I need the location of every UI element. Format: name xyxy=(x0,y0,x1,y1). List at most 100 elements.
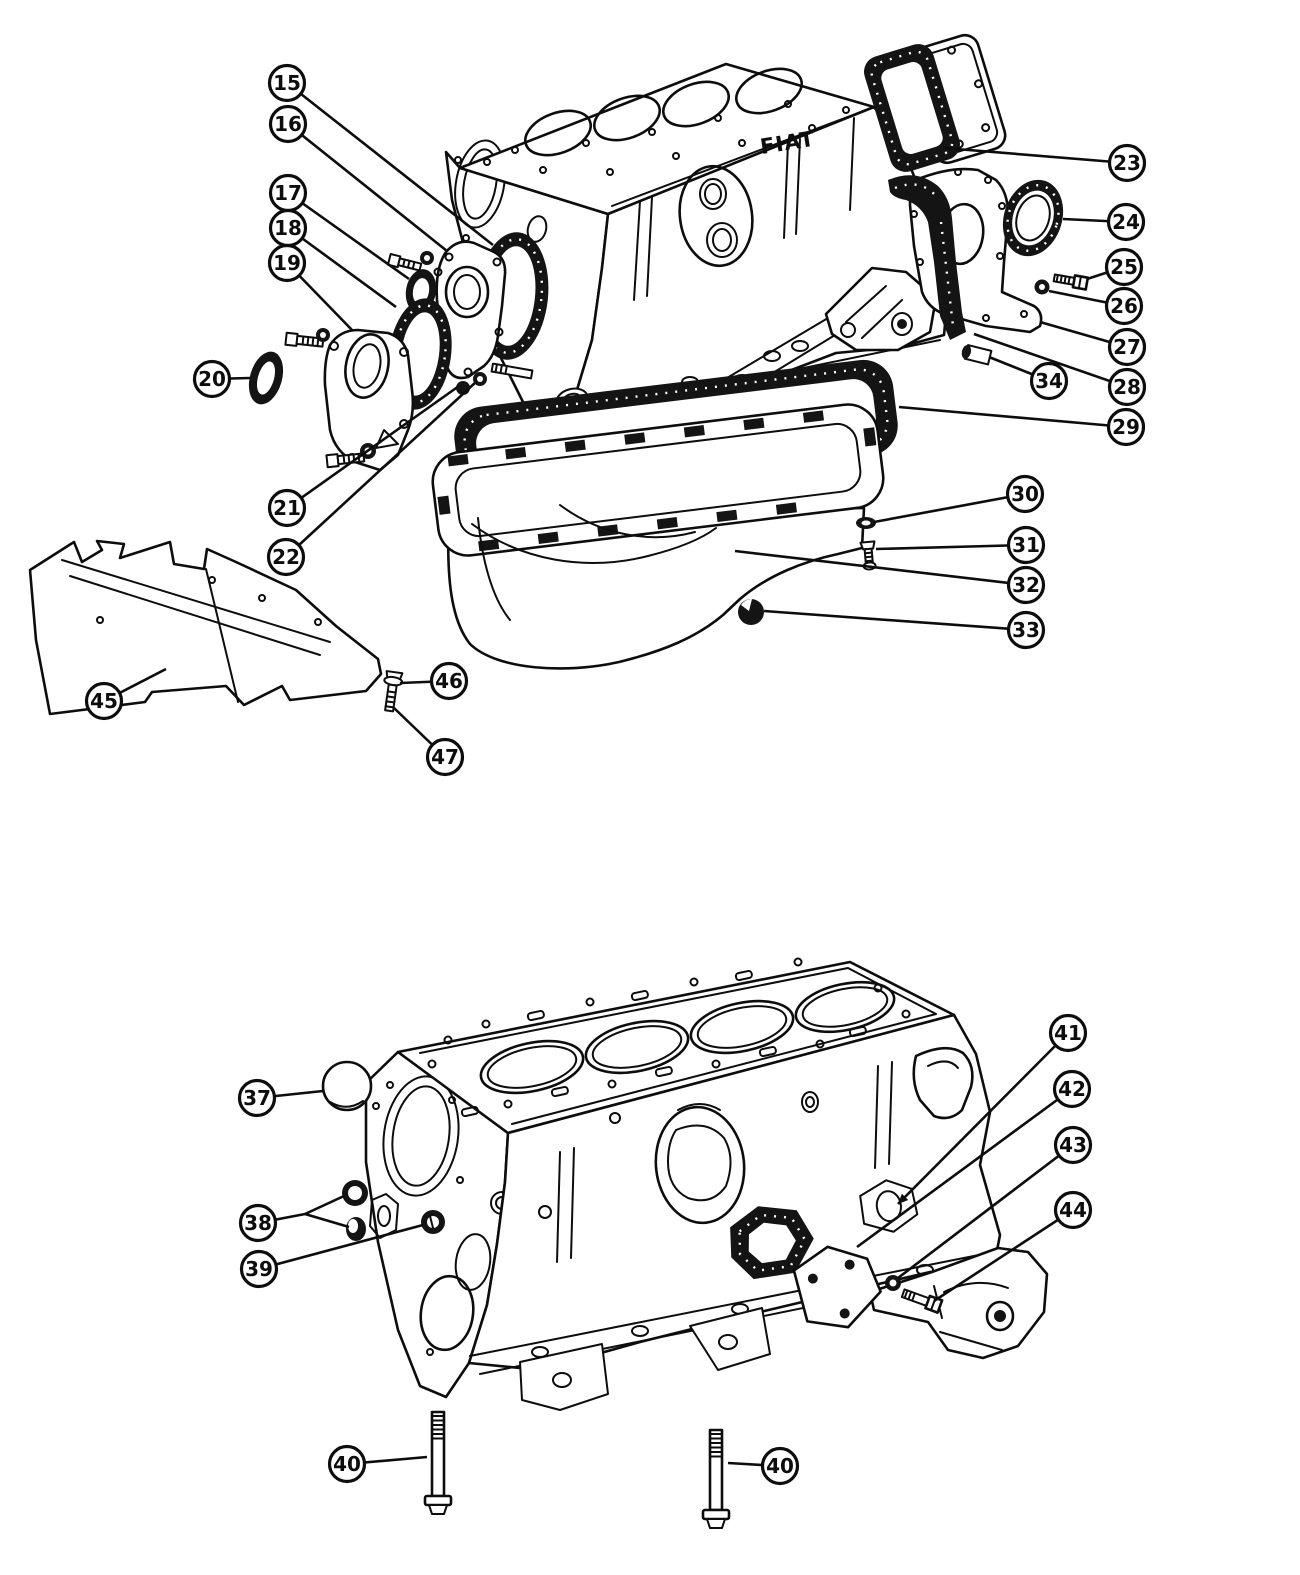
callout-25-number: 25 xyxy=(1110,255,1138,279)
engine-mount-bracket xyxy=(699,266,938,411)
callout-33-leader xyxy=(763,609,1027,632)
callout-25: 25 xyxy=(1086,247,1144,287)
callout-39-leader xyxy=(258,1223,424,1271)
callout-31-bubble xyxy=(1006,525,1046,565)
callout-23-bubble xyxy=(1107,143,1147,183)
callout-39-number: 39 xyxy=(245,1257,273,1281)
callout-28: 28 xyxy=(973,332,1147,407)
callout-32: 32 xyxy=(734,549,1046,605)
callout-31-number: 31 xyxy=(1012,533,1040,557)
callout-15-leader xyxy=(286,81,494,247)
callout-30-bubble xyxy=(1005,474,1045,514)
callout-34: 34 xyxy=(988,355,1069,401)
callout-44-bubble xyxy=(1053,1190,1093,1230)
callout-26-bubble xyxy=(1104,286,1144,326)
washer-upper-left xyxy=(316,328,330,342)
callout-40-number: 40 xyxy=(766,1454,794,1478)
callout-38-number: 38 xyxy=(244,1211,272,1235)
callout-22: 22 xyxy=(266,380,478,577)
oil-pan xyxy=(431,403,885,670)
dowel-pin-34 xyxy=(961,344,993,366)
cup-seal-39 xyxy=(421,1210,445,1234)
fuel-pump-gasket xyxy=(730,1206,814,1280)
callout-40: 40 xyxy=(727,1446,800,1486)
rear-crankshaft-seal xyxy=(1002,179,1064,257)
callout-17-number: 17 xyxy=(274,181,302,205)
callout-43-number: 43 xyxy=(1059,1133,1087,1157)
callout-30-number: 30 xyxy=(1011,482,1039,506)
callout-38-bubble xyxy=(238,1203,278,1243)
callout-18-leader xyxy=(287,226,397,309)
top-assembly: FIAT xyxy=(28,33,1090,716)
callout-32-number: 32 xyxy=(1012,573,1040,597)
fuel-pump-cover xyxy=(792,1245,882,1329)
bolt-25 xyxy=(1052,273,1090,291)
callout-29-number: 29 xyxy=(1112,415,1140,439)
callout-33-number: 33 xyxy=(1012,618,1040,642)
callout-40-bubble xyxy=(327,1444,367,1484)
ball-33 xyxy=(738,598,764,625)
callout-40-bubble xyxy=(760,1446,800,1486)
cylinder-bores-bottom xyxy=(479,980,896,1095)
callout-20: 20 xyxy=(192,359,251,399)
callout-18-number: 18 xyxy=(274,216,302,240)
timing-cover-plate xyxy=(433,240,507,380)
callout-37-bubble xyxy=(237,1078,277,1118)
callout-26: 26 xyxy=(1048,286,1144,326)
callout-28-leader xyxy=(973,332,1128,389)
callout-43: 43 xyxy=(897,1125,1093,1280)
washer-26 xyxy=(1034,279,1050,295)
callout-41-leader xyxy=(897,1032,1069,1205)
callout-15-bubble xyxy=(267,63,307,103)
callout-26-number: 26 xyxy=(1110,294,1138,318)
rear-seal-housing-gasket xyxy=(888,175,966,340)
callout-42-bubble xyxy=(1052,1069,1092,1109)
washer-43 xyxy=(885,1275,901,1291)
callout-31: 31 xyxy=(875,525,1046,565)
lower-shield xyxy=(28,539,383,716)
main-bolt-left xyxy=(423,1410,453,1515)
callout-19: 19 xyxy=(267,243,353,331)
callout-33: 33 xyxy=(763,609,1046,650)
callout-28-bubble xyxy=(1107,367,1147,407)
callout-44-number: 44 xyxy=(1059,1198,1087,1222)
stud xyxy=(490,362,534,380)
callout-42: 42 xyxy=(856,1069,1092,1249)
callout-18: 18 xyxy=(268,208,397,309)
callout-44: 44 xyxy=(933,1190,1093,1303)
callout-23-number: 23 xyxy=(1113,151,1141,175)
callout-17: 17 xyxy=(268,173,410,281)
callout-28-number: 28 xyxy=(1113,375,1141,399)
callout-23: 23 xyxy=(943,143,1147,183)
callout-41-number: 41 xyxy=(1054,1021,1082,1045)
callout-22-bubble xyxy=(266,537,306,577)
callout-30: 30 xyxy=(873,474,1045,524)
callout-38-leader xyxy=(304,1212,350,1229)
callout-27-number: 27 xyxy=(1113,335,1141,359)
callout-41-bubble xyxy=(1048,1013,1088,1053)
disc-plug-37 xyxy=(321,1060,373,1112)
callout-47-number: 47 xyxy=(431,745,459,769)
oil-pan-rim-tabs xyxy=(437,410,877,552)
front-crankshaft-seal xyxy=(248,351,284,405)
shield-bolt xyxy=(383,670,404,713)
cylinder-bores-top xyxy=(524,67,803,157)
callout-24: 24 xyxy=(1062,202,1146,242)
callout-27: 27 xyxy=(1039,320,1147,367)
callout-34-bubble xyxy=(1029,361,1069,401)
callout-46-number: 46 xyxy=(435,669,463,693)
callout-15: 15 xyxy=(267,63,494,247)
callout-16-leader xyxy=(287,122,448,253)
callout-24-number: 24 xyxy=(1112,210,1140,234)
callout-38: 38 xyxy=(238,1194,350,1243)
engine-block-bottom-view xyxy=(364,957,1002,1411)
callout-24-bubble xyxy=(1106,202,1146,242)
callout-16-number: 16 xyxy=(274,112,302,136)
engine-block-top-view: FIAT xyxy=(444,62,950,427)
callout-45-number: 45 xyxy=(90,689,118,713)
callout-21: 21 xyxy=(267,384,460,528)
callout-40-number: 40 xyxy=(333,1452,361,1476)
callout-45-bubble xyxy=(84,681,124,721)
